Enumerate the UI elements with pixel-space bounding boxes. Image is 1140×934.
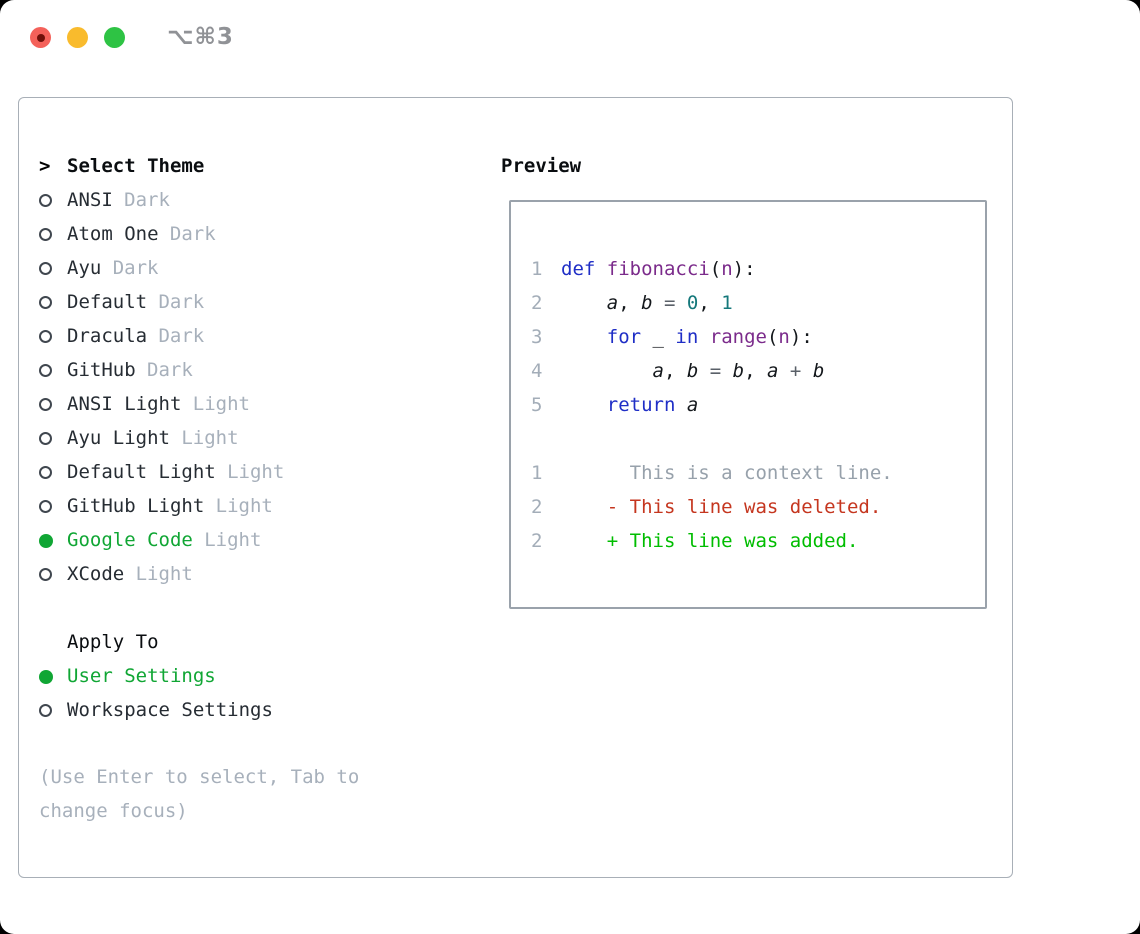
title-bar: ⌥⌘3 [0,0,1140,75]
radio-selected-icon [39,533,53,548]
diff-text: + This line was added. [561,530,859,552]
code-line: 3 for _ in range(n): [531,320,985,354]
diff-text: This is a context line. [561,462,893,484]
code-line: 4 a, b = b, a + b [531,354,985,388]
theme-name: XCode [67,563,125,585]
theme-name: ANSI Light [67,393,182,415]
theme-variant: Light [215,495,273,517]
theme-name: Ayu Light [67,427,170,449]
close-dot-icon [36,33,45,42]
theme-item-ansi[interactable]: ANSI Dark [39,183,284,217]
apply-option-user-settings[interactable]: User Settings [39,659,273,693]
theme-item-google-code[interactable]: Google Code Light [39,523,284,557]
theme-variant: Dark [158,291,205,313]
theme-name: Dracula [67,325,148,347]
theme-name: Google Code [67,529,193,551]
code-text: def fibonacci(n): [561,258,756,280]
theme-name: ANSI [67,189,113,211]
theme-name: GitHub [67,359,136,381]
preview-header-row: Preview [501,149,581,183]
line-number: 4 [531,360,543,382]
theme-variant: Light [135,563,193,585]
radio-unselected-icon [39,703,53,717]
radio-unselected-icon [39,431,53,445]
theme-item-atom-one[interactable]: Atom One Dark [39,217,284,251]
apply-option-workspace-settings[interactable]: Workspace Settings [39,693,273,727]
line-number: 1 [531,462,543,484]
theme-item-github[interactable]: GitHub Dark [39,353,284,387]
code-text: a, b = b, a + b [652,360,825,382]
apply-option-label: User Settings [67,665,216,687]
line-number: 5 [531,394,543,416]
theme-variant: Dark [158,325,205,347]
theme-list-title: Select Theme [67,155,205,177]
radio-unselected-icon [39,567,53,581]
theme-name: GitHub Light [67,495,205,517]
line-number: 2 [531,496,543,518]
minimize-button[interactable] [67,27,88,48]
theme-item-ayu[interactable]: Ayu Dark [39,251,284,285]
theme-item-xcode[interactable]: XCode Light [39,557,284,591]
theme-variant: Dark [124,189,170,211]
theme-name: Default Light [67,461,216,483]
apply-to-header-row: Apply To [39,625,273,659]
line-number: 2 [531,292,543,314]
apply-to-spacer [39,635,53,649]
theme-variant: Dark [169,223,216,245]
blank-line [531,422,985,456]
code-text: for _ in range(n): [606,326,813,348]
radio-unselected-icon [39,499,53,513]
theme-variant: Light [204,529,262,551]
code-line: 2 a, b = 0, 1 [531,286,985,320]
radio-unselected-icon [39,193,53,207]
theme-item-dracula[interactable]: Dracula Dark [39,319,284,353]
theme-name: Default [67,291,148,313]
theme-variant: Dark [112,257,159,279]
code-line: 5 return a [531,388,985,422]
window-title: ⌥⌘3 [167,24,234,50]
theme-item-default-light[interactable]: Default Light Light [39,455,284,489]
diff-line-context: 1 This is a context line. [531,456,985,490]
diff-text: - This line was deleted. [561,496,882,518]
radio-unselected-icon [39,295,53,309]
radio-unselected-icon [39,465,53,479]
radio-unselected-icon [39,227,53,241]
radio-unselected-icon [39,261,53,275]
theme-item-ayu-light[interactable]: Ayu Light Light [39,421,284,455]
line-number: 2 [531,530,543,552]
radio-unselected-icon [39,363,53,377]
zoom-button[interactable] [104,27,125,48]
theme-variant: Light [227,461,285,483]
help-text: (Use Enter to select, Tab to change focu… [39,766,360,822]
preview-title: Preview [501,155,582,177]
diff-line-deleted: 2 - This line was deleted. [531,490,985,524]
close-button[interactable] [30,27,51,48]
radio-unselected-icon [39,397,53,411]
code-text: return a [606,394,699,416]
prompt-icon: > [39,155,51,177]
theme-item-github-light[interactable]: GitHub Light Light [39,489,284,523]
theme-list-header-row: > Select Theme [39,149,284,183]
apply-to-title: Apply To [67,631,159,653]
theme-variant: Light [181,427,239,449]
code-line: 1 def fibonacci(n): [531,252,985,286]
radio-selected-icon [39,669,53,684]
radio-unselected-icon [39,329,53,343]
theme-name: Ayu [67,257,102,279]
theme-variant: Light [192,393,250,415]
line-number: 1 [531,258,543,280]
theme-item-ansi-light[interactable]: ANSI Light Light [39,387,284,421]
code-text: a, b = 0, 1 [606,292,733,314]
diff-line-added: 2 + This line was added. [531,524,985,558]
theme-name: Atom One [67,223,159,245]
apply-option-label: Workspace Settings [67,699,273,721]
line-number: 3 [531,326,543,348]
theme-item-default[interactable]: Default Dark [39,285,284,319]
theme-variant: Dark [147,359,193,381]
